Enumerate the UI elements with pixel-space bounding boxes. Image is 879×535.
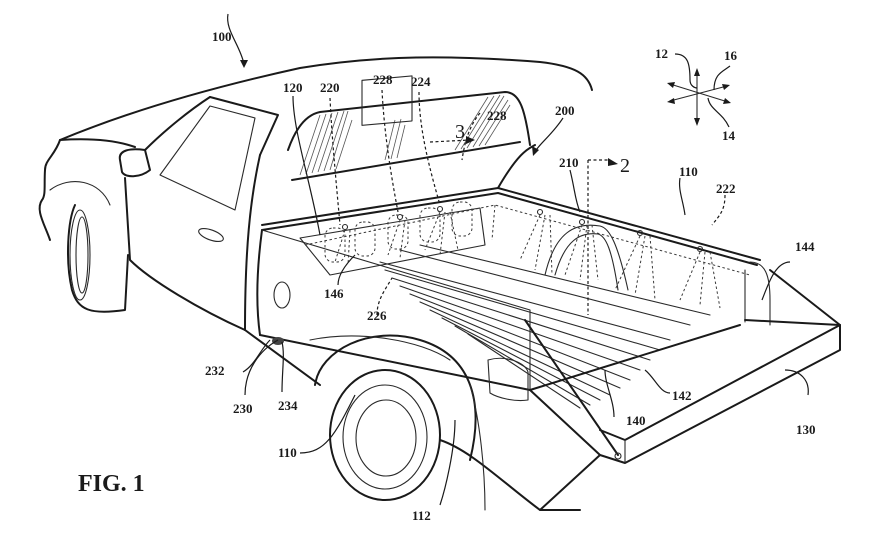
truck-bed-body: [256, 144, 771, 409]
sliding-window: [361, 75, 413, 126]
rear-wheel-fender: [309, 334, 601, 511]
truck-cab: [38, 56, 593, 331]
rear-window-glass: [299, 94, 511, 176]
ref-228-a: 228: [373, 72, 393, 87]
direction-axes-icon: [667, 53, 731, 128]
ref-110-upper: 110: [679, 164, 698, 179]
section-marker-2: 2: [620, 155, 630, 177]
ref-140: 140: [626, 413, 646, 428]
ref-100: 100: [212, 29, 232, 44]
axis-14-label: 14: [722, 128, 736, 143]
ref-144: 144: [795, 239, 815, 254]
ref-142: 142: [672, 388, 692, 403]
ref-210: 210: [559, 155, 579, 170]
tailgate: [524, 269, 841, 464]
ref-230: 230: [233, 401, 253, 416]
figure-title: FIG. 1: [78, 471, 145, 497]
ref-130: 130: [796, 422, 816, 437]
fuel-door: [273, 281, 291, 309]
leader-lines: [227, 13, 809, 506]
section-marker-3: 3: [455, 121, 465, 143]
tail-light: [487, 357, 529, 402]
ref-226: 226: [367, 308, 387, 323]
ref-224: 224: [411, 74, 431, 89]
front-wall-panels: [324, 201, 473, 263]
axis-16-label: 16: [724, 48, 738, 63]
ref-120: 120: [283, 80, 303, 95]
ref-228-b: 228: [487, 108, 507, 123]
ref-234: 234: [278, 398, 298, 413]
ref-200: 200: [555, 103, 575, 118]
ref-220: 220: [320, 80, 340, 95]
fill-port-icon: [244, 329, 321, 386]
tailgate-cable-left: [524, 319, 619, 456]
tailgate-cable-right: [769, 269, 841, 326]
ref-110-lower: 110: [278, 445, 297, 460]
front-wheel: [49, 181, 129, 313]
ref-232: 232: [205, 363, 225, 378]
axis-12-label: 12: [655, 46, 668, 61]
ref-146: 146: [324, 286, 344, 301]
nozzle-spray-patterns: [334, 205, 721, 309]
ref-112: 112: [412, 508, 431, 523]
ref-222: 222: [716, 181, 736, 196]
bed-ribs: [379, 244, 711, 409]
